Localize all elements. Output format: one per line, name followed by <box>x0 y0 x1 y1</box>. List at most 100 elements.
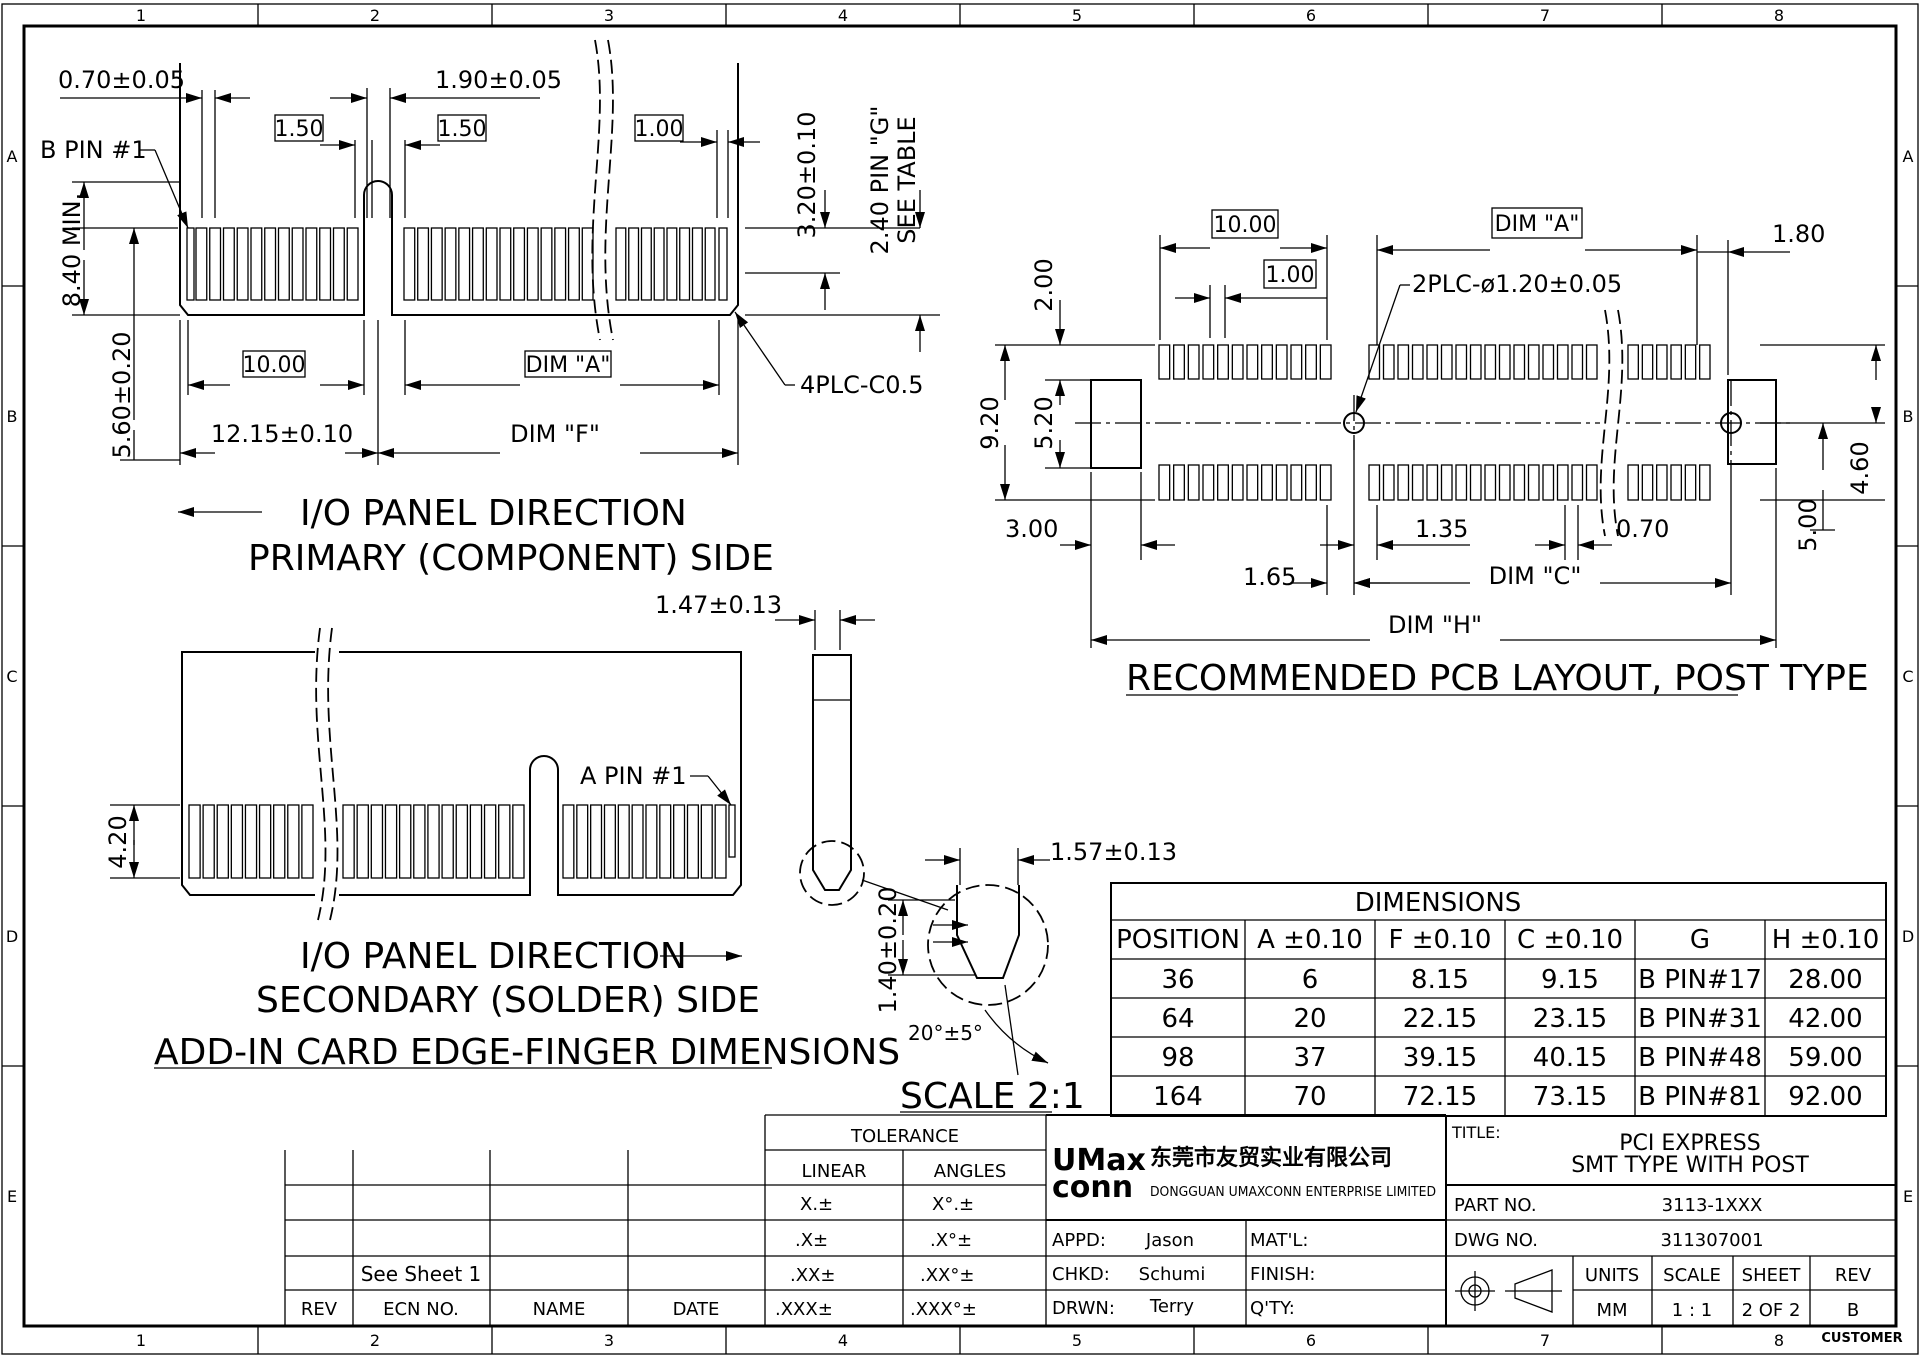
dim-table-cell: 37 <box>1293 1043 1326 1073</box>
finger-contact <box>222 227 235 301</box>
company-name-en: DONGGUAN UMAXCONN ENTERPRISE LIMITED <box>1150 1185 1436 1200</box>
pcb-pad <box>1246 344 1259 380</box>
customer-label: CUSTOMER <box>1821 1331 1902 1346</box>
pcb-post-pad-right <box>1727 379 1777 465</box>
finger-contact <box>499 227 512 301</box>
pcb-pad <box>1684 344 1697 380</box>
pcb-layout-view: 10.00 1.00 DIM "A" 1.80 2PLC-ø1.20±0.05 … <box>976 207 1885 699</box>
company-logo-bottom: conn <box>1052 1170 1133 1205</box>
pcb-pad <box>1542 464 1555 501</box>
finger-contact <box>413 804 426 879</box>
finger-contact <box>562 804 575 879</box>
dim-angle: 20°±5° <box>908 1021 983 1045</box>
chkd-value: Schumi <box>1139 1264 1206 1285</box>
column-label-6: 6 <box>1306 1331 1316 1350</box>
units-value: MM <box>1596 1300 1627 1321</box>
dim-table-cell: B PIN#31 <box>1638 1004 1762 1034</box>
primary-break-line <box>591 39 601 341</box>
see-table-note: SEE TABLE <box>893 116 921 243</box>
dim-basic-dim-a: DIM "A" <box>526 353 611 378</box>
finger-contact <box>526 227 539 301</box>
finger-contact <box>264 227 277 301</box>
column-label-3: 3 <box>604 1331 614 1350</box>
dimensions-table-title: DIMENSIONS <box>1355 888 1522 918</box>
pcb-pad <box>1319 344 1332 380</box>
rev-label: REV <box>1835 1265 1872 1286</box>
pcb-pad <box>1411 464 1424 501</box>
pcb-pad <box>1641 464 1654 501</box>
pcb-pad <box>1684 464 1697 501</box>
pcb-pad <box>1440 464 1453 501</box>
units-label: UNITS <box>1585 1265 1639 1286</box>
finger-contact <box>441 804 454 879</box>
dim-147: 1.47±0.13 <box>655 591 782 619</box>
dim-table-cell: 8.15 <box>1411 965 1469 995</box>
tol-angles-2: .XX°± <box>920 1265 974 1286</box>
row-label-A: A <box>7 147 18 166</box>
finger-contact <box>244 804 258 879</box>
finger-contact <box>277 227 290 301</box>
pcb-pad <box>1426 464 1439 501</box>
pcb-dim-300: 3.00 <box>1005 515 1058 543</box>
finger-contact <box>332 227 345 301</box>
finger-contact <box>581 227 594 301</box>
tol-angles-3: .XXX°± <box>910 1299 977 1320</box>
pcb-pad <box>1513 344 1526 380</box>
finger-contact <box>673 804 686 879</box>
pcb-pad <box>1173 344 1185 380</box>
row-label-E: E <box>7 1187 17 1206</box>
b-pin-end-contact <box>718 227 728 301</box>
dim-table-cell: 28.00 <box>1788 965 1862 995</box>
title-line-1: PCI EXPRESS <box>1619 1131 1760 1156</box>
chkd-label: CHKD: <box>1052 1264 1110 1285</box>
pcb-hole-note: 2PLC-ø1.20±0.05 <box>1412 270 1622 298</box>
pcb-pad <box>1527 464 1540 501</box>
scale-label: SCALE <box>1663 1265 1721 1286</box>
pcb-pad <box>1187 344 1200 380</box>
dim-table-cell: 64 <box>1161 1004 1194 1034</box>
finger-contact <box>631 804 644 879</box>
pcb-pad <box>1527 344 1540 380</box>
finger-contact <box>679 227 691 301</box>
finger-contact <box>384 804 398 879</box>
dim-table-cell: 9.15 <box>1541 965 1599 995</box>
pcb-pad <box>1397 464 1410 501</box>
dim-table-header: G <box>1690 925 1710 955</box>
dim-basic-150-right: 1.50 <box>438 117 487 142</box>
finger-contact <box>301 804 314 879</box>
finger-contact <box>444 227 457 301</box>
primary-direction-title: I/O PANEL DIRECTION <box>300 493 687 534</box>
dim-table-cell: 23.15 <box>1533 1004 1607 1034</box>
pcb-dim-135: 1.35 <box>1415 515 1468 543</box>
finger-contact <box>398 804 412 879</box>
pcb-pad <box>1699 464 1711 501</box>
finger-contact <box>202 804 215 879</box>
pcb-pad <box>1261 464 1273 501</box>
pcb-pad <box>1469 464 1482 501</box>
dim-1215: 12.15±0.10 <box>211 420 353 448</box>
finger-contact <box>250 227 263 301</box>
drwn-value: Terry <box>1149 1296 1194 1317</box>
column-label-7: 7 <box>1540 1331 1550 1350</box>
rev-header-date: DATE <box>673 1299 720 1320</box>
finger-contact <box>617 804 630 879</box>
dim-table-cell: 73.15 <box>1533 1082 1607 1112</box>
tol-angles-0: X°.± <box>932 1194 974 1215</box>
secondary-direction-title: I/O PANEL DIRECTION <box>300 936 687 977</box>
dim-table-cell: B PIN#48 <box>1638 1043 1762 1073</box>
tol-linear-3: .XXX± <box>775 1299 833 1320</box>
dim-finger-width: 0.70±0.05 <box>58 66 185 94</box>
finger-contact <box>483 804 497 879</box>
finger-contact <box>590 804 603 879</box>
dim-table-cell: 92.00 <box>1788 1082 1862 1112</box>
pcb-pad <box>1455 344 1468 380</box>
dim-420: 4.20 <box>104 815 132 868</box>
drawing-frame <box>1 3 1919 1355</box>
chamfer-note: 4PLC-C0.5 <box>800 371 923 399</box>
pcb-pad <box>1231 464 1244 501</box>
finger-contact <box>512 804 525 879</box>
company-logo-top: UMax <box>1052 1143 1146 1178</box>
pcb-pad <box>1382 344 1395 380</box>
sheet-label: SHEET <box>1742 1265 1802 1286</box>
